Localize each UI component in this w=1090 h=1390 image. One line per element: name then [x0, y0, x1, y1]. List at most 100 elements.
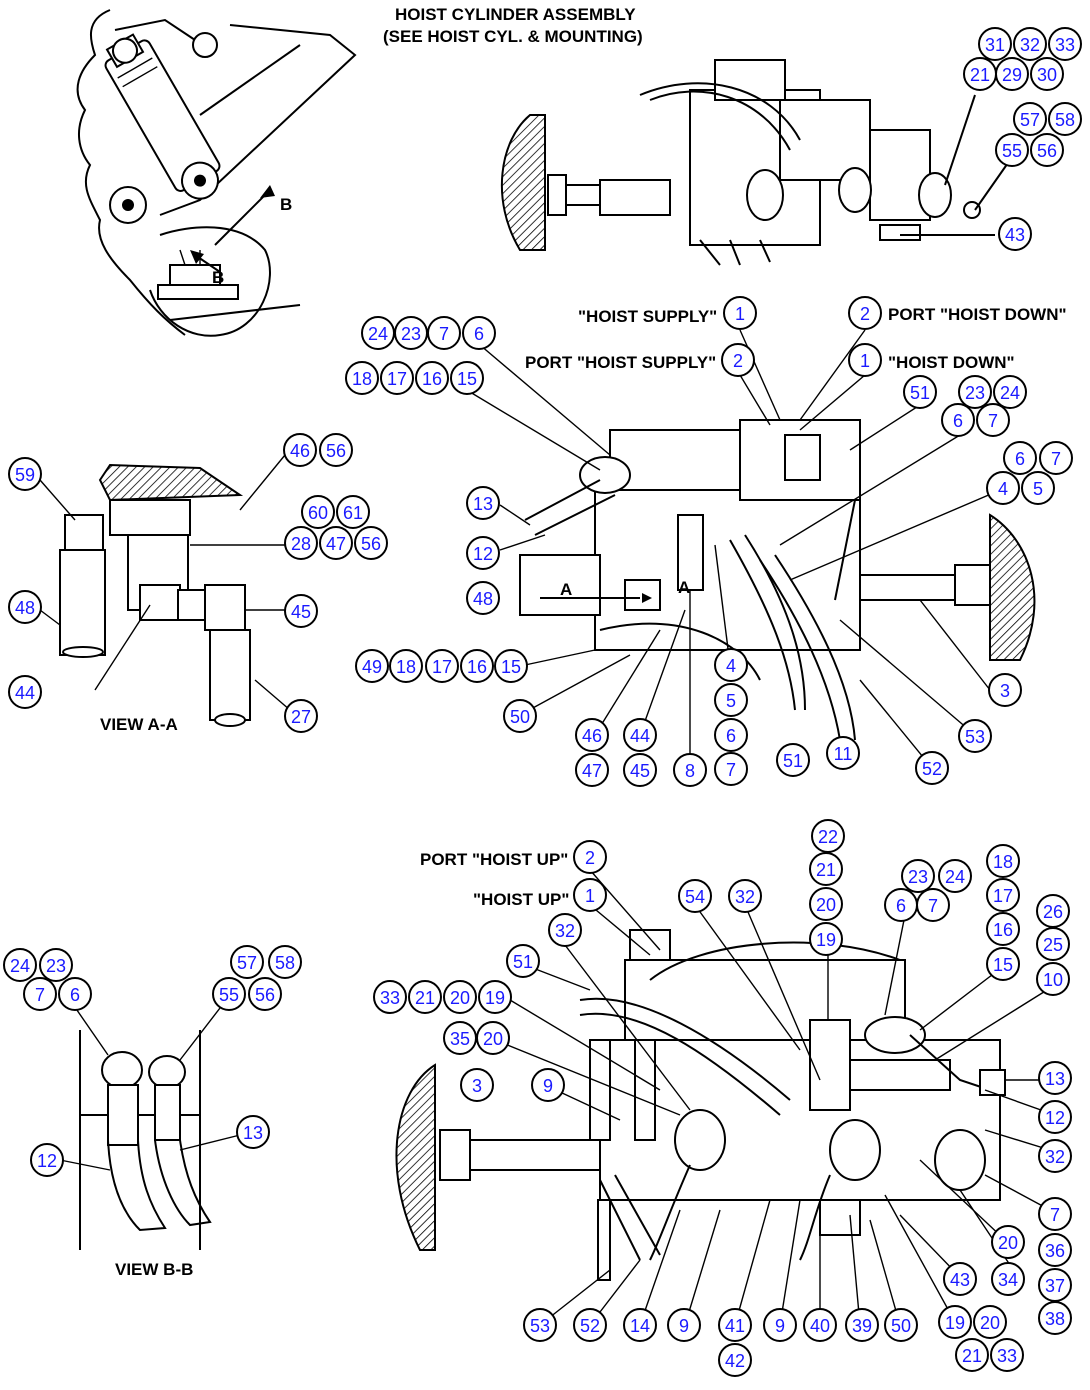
- callout-circle: [809, 852, 843, 886]
- callout-circle: [503, 699, 537, 733]
- callout-number: 6: [70, 985, 80, 1005]
- callout-bubble: 22: [811, 819, 845, 853]
- callout-number: 56: [255, 985, 275, 1005]
- callout-bubble: 19: [478, 980, 512, 1014]
- callout-bubble: 15: [986, 947, 1020, 981]
- callout-number: 2: [733, 351, 743, 371]
- callout-circle: [1038, 1233, 1072, 1267]
- callout-number: 24: [1000, 383, 1020, 403]
- callout-bubble: 23: [958, 375, 992, 409]
- callout-number: 14: [630, 1316, 650, 1336]
- callout-circle: [319, 433, 353, 467]
- callout-number: 32: [735, 887, 755, 907]
- callout-bubble: 14: [623, 1308, 657, 1342]
- callout-bubble: 34: [991, 1262, 1025, 1296]
- callout-bubble: 17: [425, 649, 459, 683]
- callout-bubble: 6: [1003, 441, 1037, 475]
- callout-bubble: 43: [998, 217, 1032, 251]
- callout-number: 18: [352, 369, 372, 389]
- callout-number: 21: [970, 65, 990, 85]
- callout-number: 51: [783, 751, 803, 771]
- callout-circle: [573, 878, 607, 912]
- callout-number: 19: [945, 1313, 965, 1333]
- callout-bubble: 51: [506, 944, 540, 978]
- callout-circle: [23, 977, 57, 1011]
- callout-circle: [718, 1308, 752, 1342]
- callout-circle: [1021, 471, 1055, 505]
- callout-bubble: 44: [623, 718, 657, 752]
- callout-circle: [809, 887, 843, 921]
- callout-circle: [575, 718, 609, 752]
- callout-bubble: 7: [427, 316, 461, 350]
- callout-bubble: 21: [408, 980, 442, 1014]
- callout-number: 17: [993, 886, 1013, 906]
- callout-circle: [955, 1338, 989, 1372]
- callout-number: 13: [1045, 1069, 1065, 1089]
- callout-number: 33: [380, 988, 400, 1008]
- callout-bubble: 5: [714, 683, 748, 717]
- callout-circle: [1038, 1139, 1072, 1173]
- callout-circle: [714, 648, 748, 682]
- callout-bubble: 51: [776, 743, 810, 777]
- callout-circle: [355, 649, 389, 683]
- callout-bubble: 19: [809, 922, 843, 956]
- callout-bubble: 54: [678, 879, 712, 913]
- callout-number: 13: [473, 494, 493, 514]
- callout-circle: [811, 819, 845, 853]
- callout-bubble: 48: [466, 581, 500, 615]
- callout-bubble: 2: [721, 343, 755, 377]
- callout-circle: [1036, 927, 1070, 961]
- callout-circle: [673, 753, 707, 787]
- callout-bubble: 2: [573, 840, 607, 874]
- callout-circle: [373, 980, 407, 1014]
- callout-circle: [3, 948, 37, 982]
- callout-number: 24: [945, 867, 965, 887]
- callout-circle: [1036, 962, 1070, 996]
- callout-bubble: 18: [345, 361, 379, 395]
- callout-bubble: 21: [809, 852, 843, 886]
- callout-bubble: 24: [993, 375, 1027, 409]
- callout-circle: [884, 1308, 918, 1342]
- callout-circle: [573, 1308, 607, 1342]
- callout-circle: [845, 1308, 879, 1342]
- callout-circle: [901, 859, 935, 893]
- callout-number: 2: [585, 848, 595, 868]
- callout-bubble: 30: [1030, 57, 1064, 91]
- callout-circle: [991, 1225, 1025, 1259]
- callout-circle: [575, 753, 609, 787]
- callout-bubble: 46: [283, 433, 317, 467]
- callout-circle: [283, 433, 317, 467]
- callout-number: 1: [585, 886, 595, 906]
- callout-circle: [988, 673, 1022, 707]
- callout-circle: [408, 980, 442, 1014]
- callout-bubble: 42: [718, 1343, 752, 1377]
- callout-circle: [548, 913, 582, 947]
- callout-number: 6: [953, 411, 963, 431]
- callout-bubble: 10: [1036, 962, 1070, 996]
- callout-bubble: 40: [803, 1308, 837, 1342]
- callout-bubble: 50: [503, 699, 537, 733]
- callout-number: 15: [993, 955, 1013, 975]
- callout-number: 57: [1020, 110, 1040, 130]
- callout-number: 32: [1045, 1147, 1065, 1167]
- callout-number: 40: [810, 1316, 830, 1336]
- callout-number: 23: [908, 867, 928, 887]
- callout-bubble: 24: [938, 859, 972, 893]
- callout-bubble: 33: [990, 1338, 1024, 1372]
- callout-number: 8: [685, 761, 695, 781]
- callout-number: 7: [726, 760, 736, 780]
- callout-bubble: 24: [361, 316, 395, 350]
- callout-circle: [1003, 441, 1037, 475]
- callout-bubble: 13: [466, 486, 500, 520]
- callout-circle: [973, 1305, 1007, 1339]
- label-port-hoist-supply: PORT "HOIST SUPPLY": [525, 353, 716, 372]
- callout-number: 3: [1000, 681, 1010, 701]
- callout-circle: [1030, 57, 1064, 91]
- callout-number: 50: [510, 707, 530, 727]
- callout-number: 15: [457, 369, 477, 389]
- callout-bubble: 58: [268, 945, 302, 979]
- label-hoist-down: "HOIST DOWN": [888, 353, 1015, 372]
- callout-number: 7: [928, 896, 938, 916]
- callout-circle: [826, 736, 860, 770]
- view-a-a-illustration: [39, 454, 300, 727]
